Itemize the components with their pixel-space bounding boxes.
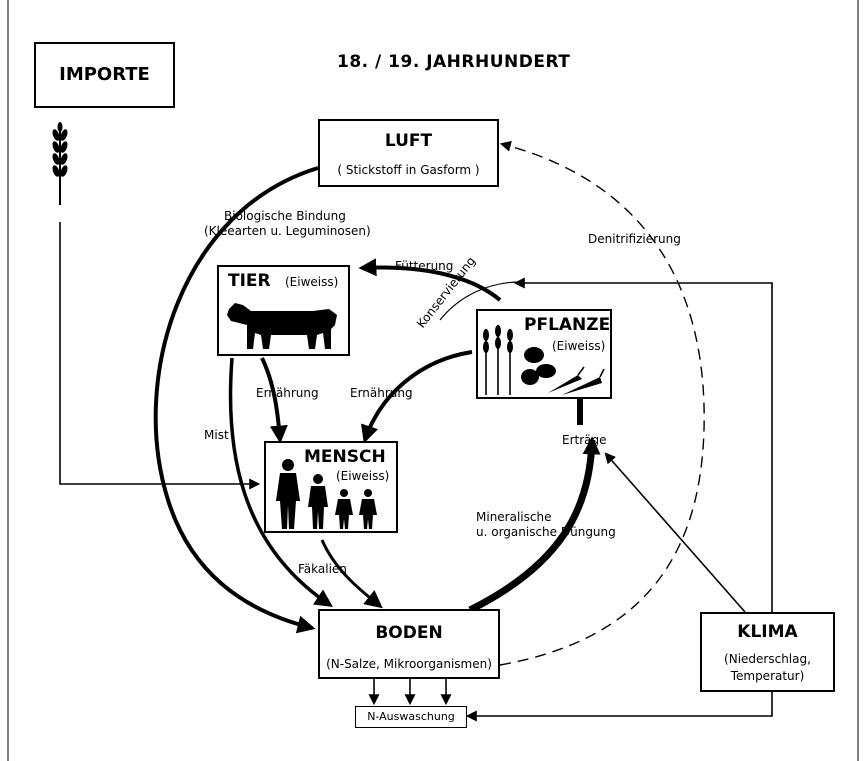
node-tier: TIER (Eiweiss) bbox=[217, 265, 350, 356]
arrow-importe-mensch bbox=[59, 222, 261, 490]
arrow-tier-boden bbox=[228, 357, 333, 607]
node-mensch-label: MENSCH bbox=[304, 447, 386, 467]
konservierung-arc bbox=[439, 281, 521, 321]
diagram-title: 18. / 19. JAHRHUNDERT bbox=[337, 52, 571, 72]
label-fuetterung: Fütterung bbox=[395, 259, 454, 273]
label-duengung-2: u. organische Düngung bbox=[476, 525, 616, 539]
arrow-pflanze-tier bbox=[358, 258, 502, 302]
arrow-klima-auswaschung bbox=[465, 690, 773, 722]
label-ernaehrung-pflanze: Ernährung bbox=[350, 386, 413, 400]
node-klima: KLIMA (Niederschlag, Temperatur) bbox=[700, 612, 835, 692]
node-klima-sub2: Temperatur) bbox=[730, 669, 805, 683]
arrow-klima-pflanze bbox=[513, 277, 773, 612]
arrow-klima-ertraege bbox=[604, 452, 746, 613]
node-luft: LUFT ( Stickstoff in Gasform ) bbox=[318, 119, 499, 187]
node-n-auswaschung: N-Auswaschung bbox=[355, 706, 467, 728]
node-pflanze: PFLANZE (Eiweiss) bbox=[476, 309, 612, 399]
arrow-pflanze-mensch bbox=[361, 350, 473, 444]
arrow-boden-luft-dashed bbox=[499, 140, 705, 666]
wheat-icon bbox=[52, 122, 68, 205]
node-boden-label: BODEN bbox=[375, 623, 443, 643]
node-importe-label: IMPORTE bbox=[59, 64, 150, 85]
node-pflanze-label: PFLANZE bbox=[524, 315, 611, 335]
label-mist: Mist bbox=[204, 428, 229, 442]
node-klima-sub1: (Niederschlag, bbox=[724, 652, 811, 666]
node-luft-sub: ( Stickstoff in Gasform ) bbox=[337, 163, 480, 177]
people-icon bbox=[276, 459, 377, 529]
node-tier-label: TIER bbox=[228, 271, 271, 291]
node-luft-label: LUFT bbox=[384, 131, 433, 151]
node-n-auswaschung-label: N-Auswaschung bbox=[367, 710, 455, 723]
label-faekalien: Fäkalien bbox=[298, 562, 347, 576]
node-pflanze-sub: (Eiweiss) bbox=[552, 339, 606, 353]
node-boden-sub: (N-Salze, Mikroorganismen) bbox=[326, 657, 492, 671]
arrow-tier-mensch bbox=[260, 357, 288, 444]
node-importe: IMPORTE bbox=[34, 42, 175, 108]
arrow-mensch-boden bbox=[320, 539, 383, 609]
label-ertraege: Erträge bbox=[562, 433, 607, 447]
crops-icon bbox=[483, 325, 605, 395]
label-bio-bindung-1: Biologische Bindung bbox=[224, 209, 346, 223]
label-ernaehrung-tier: Ernährung bbox=[256, 386, 319, 400]
node-klima-label: KLIMA bbox=[737, 622, 798, 642]
node-mensch-sub: (Eiweiss) bbox=[336, 469, 390, 483]
node-mensch: MENSCH (Eiweiss) bbox=[264, 441, 398, 533]
cow-icon bbox=[227, 303, 337, 349]
node-tier-sub: (Eiweiss) bbox=[285, 275, 339, 289]
arrow-luft-boden bbox=[153, 166, 319, 634]
label-duengung-1: Mineralische bbox=[476, 510, 552, 524]
label-denitrifizierung: Denitrifizierung bbox=[588, 232, 681, 246]
label-bio-bindung-2: (Kleearten u. Leguminosen) bbox=[204, 224, 371, 238]
node-boden: BODEN (N-Salze, Mikroorganismen) bbox=[318, 609, 500, 679]
arrow-boden-ertraege bbox=[468, 436, 601, 614]
